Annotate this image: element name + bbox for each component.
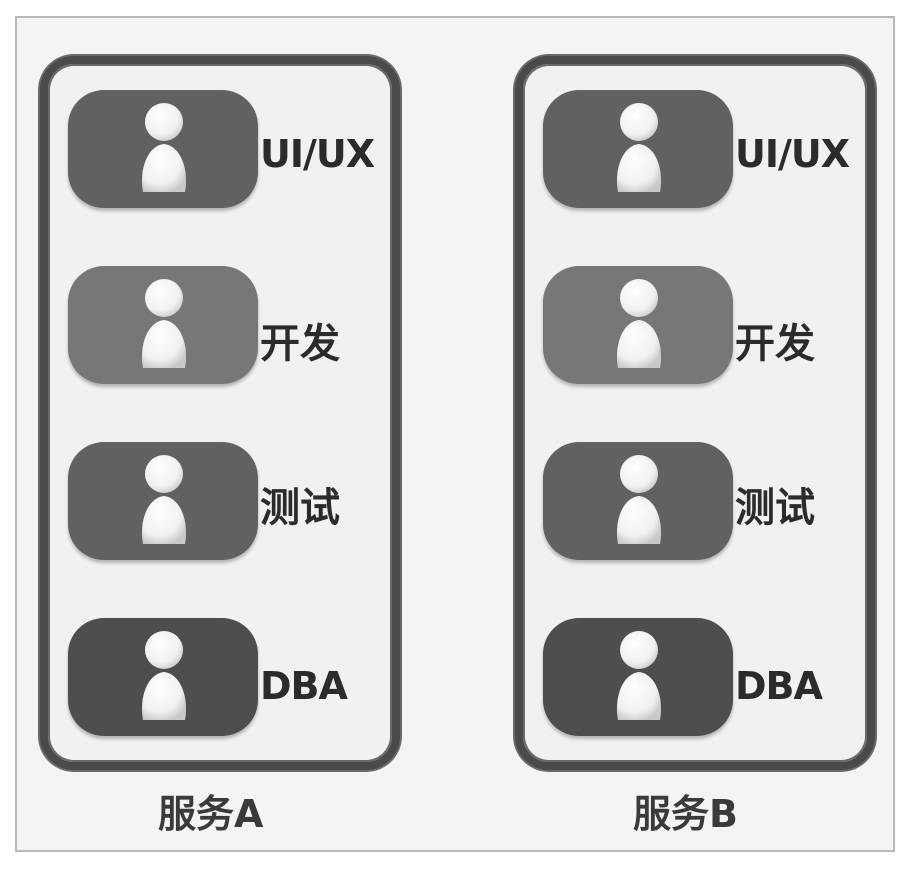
role-dba	[68, 618, 258, 736]
role-label-dba: DBA	[260, 664, 348, 708]
person-icon	[608, 100, 670, 198]
person-icon	[133, 452, 195, 550]
role-dba	[543, 618, 733, 736]
role-ui-ux	[68, 90, 258, 208]
role-label-ui-ux: UI/UX	[260, 132, 375, 176]
role-label-test: 测试	[735, 485, 815, 531]
role-label-dev: 开发	[260, 321, 340, 367]
service-b-label: 服务B	[633, 792, 738, 836]
service-b-group: UI/UX 开发 测试 DBA	[515, 56, 875, 770]
service-a-label: 服务A	[158, 792, 264, 836]
person-icon	[133, 628, 195, 726]
person-icon	[608, 276, 670, 374]
service-a-group: UI/UX 开发 测试 DBA	[40, 56, 400, 770]
role-label-test: 测试	[260, 485, 340, 531]
role-dev	[68, 266, 258, 384]
role-dev	[543, 266, 733, 384]
person-icon	[608, 628, 670, 726]
role-label-ui-ux: UI/UX	[735, 132, 850, 176]
person-icon	[133, 276, 195, 374]
role-label-dev: 开发	[735, 321, 815, 367]
person-icon	[133, 100, 195, 198]
role-test	[68, 442, 258, 560]
role-test	[543, 442, 733, 560]
person-icon	[608, 452, 670, 550]
role-label-dba: DBA	[735, 664, 823, 708]
role-ui-ux	[543, 90, 733, 208]
